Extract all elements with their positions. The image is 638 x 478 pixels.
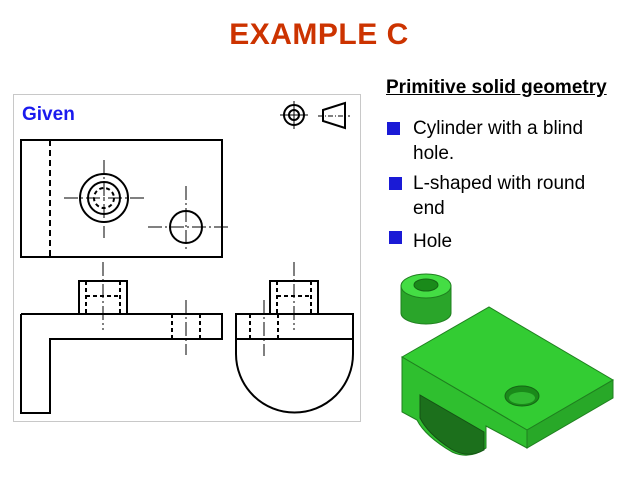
section-heading: Primitive solid geometry [386, 77, 607, 98]
l-shaped-block-with-round-end [401, 306, 614, 456]
top-view [20, 139, 228, 258]
bullet-marker [389, 177, 402, 190]
page-title: EXAMPLE C [229, 18, 409, 51]
given-drawing-panel [13, 94, 361, 422]
bullet-marker [387, 122, 400, 135]
bullet-marker [389, 231, 402, 244]
bullet-2-line-1: L-shaped with round [413, 173, 586, 194]
projection-symbol-cone-icon [318, 101, 350, 130]
bullet-1-line-2: hole. [413, 143, 455, 164]
side-view [235, 262, 354, 414]
given-label: Given [22, 104, 75, 125]
projection-symbol-circle-icon [280, 101, 308, 129]
front-view [20, 262, 223, 414]
bullet-2-line-2: end [413, 198, 445, 219]
cylinder-with-blind-hole [400, 273, 452, 325]
bullet-1-line-1: Cylinder with a blind [413, 118, 584, 139]
bullet-3-line-1: Hole [413, 231, 453, 252]
